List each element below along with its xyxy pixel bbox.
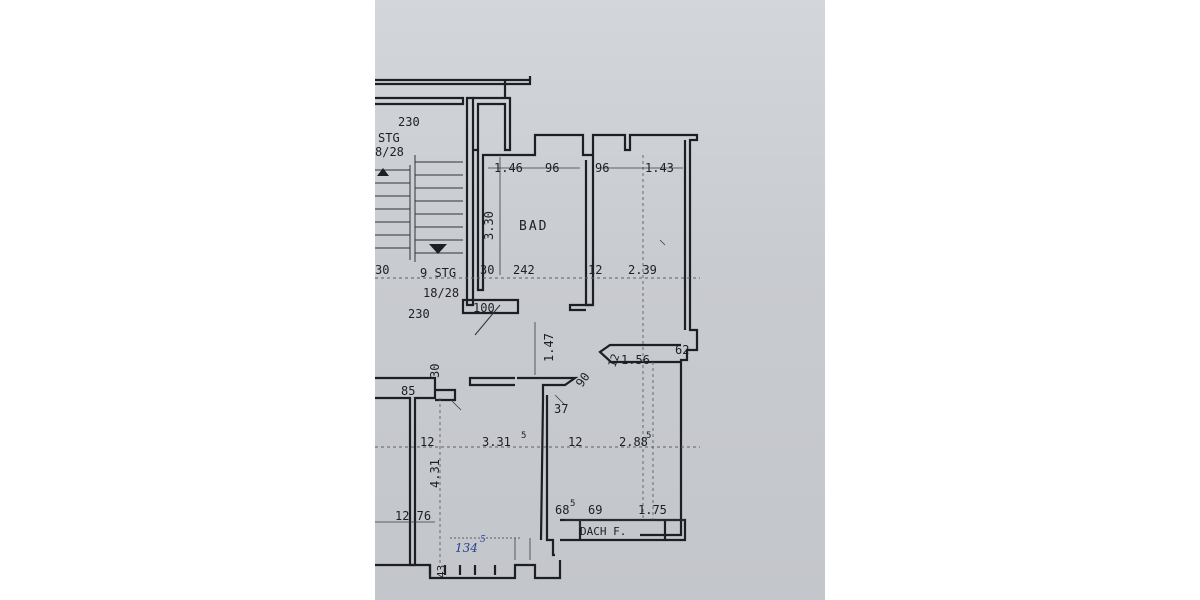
left-column xyxy=(375,376,437,567)
dim-3-30: 3.30 xyxy=(482,211,496,240)
middle-wall xyxy=(545,395,555,557)
dim-12-d: 12 xyxy=(568,435,582,449)
room-label-roof-slope: DACH F. xyxy=(580,525,626,538)
dim-12-76: 12 76 xyxy=(395,509,431,523)
dim-3-31: 3.31 xyxy=(482,435,511,449)
dim-1-75: 1.75 xyxy=(638,503,667,517)
shaft-cap xyxy=(473,96,512,152)
dim-37: 37 xyxy=(554,402,568,416)
stair-lower-ratio: 18/28 xyxy=(423,286,459,300)
shaft-left-wall xyxy=(465,96,475,307)
dim-2-88-sup: 5 xyxy=(646,431,651,441)
labels: BAD DACH F. STG 8/28 9 STG 18/28 230 230… xyxy=(375,115,689,578)
bottom-wall xyxy=(375,560,562,580)
dim-30-left: 30 xyxy=(375,263,389,277)
dim-96-a: 96 xyxy=(545,161,559,175)
dim-top-230: 230 xyxy=(398,115,420,129)
top-wall xyxy=(375,78,532,86)
diagonal-door-wall xyxy=(598,343,681,364)
walls xyxy=(375,76,699,580)
handwritten-note: 134 xyxy=(455,541,478,555)
dim-30: 30 xyxy=(480,263,494,277)
floor-plan-drawing: BAD DACH F. STG 8/28 9 STG 18/28 230 230… xyxy=(375,76,700,580)
dim-68-sup: 5 xyxy=(570,499,575,509)
dim-1-47: 1.47 xyxy=(542,333,556,362)
dim-242: 242 xyxy=(513,263,535,277)
door-swing-line xyxy=(474,304,501,336)
stair-lower-label: 9 STG xyxy=(420,266,456,280)
handwritten-note-sup: 5 xyxy=(480,535,486,545)
dim-mid-230: 230 xyxy=(408,307,430,321)
dim-1-46: 1.46 xyxy=(494,161,523,175)
dim-2-88: 2.88 xyxy=(619,435,648,449)
dim-2-39: 2.39 xyxy=(628,263,657,277)
dim-69: 69 xyxy=(588,503,602,517)
dim-62: 62 xyxy=(675,343,689,357)
dim-85: 85 xyxy=(401,384,415,398)
bathroom-corner xyxy=(568,303,593,312)
upper-stair-treads xyxy=(375,165,411,260)
floor-plan-sheet: BAD DACH F. STG 8/28 9 STG 18/28 230 230… xyxy=(375,0,825,600)
dim-3-31-sup: 5 xyxy=(521,431,526,441)
room-label-bathroom: BAD xyxy=(519,219,548,234)
dim-4-31: 4.31 xyxy=(428,459,442,488)
dim-43: 43 xyxy=(435,565,448,578)
right-room-walls xyxy=(591,133,699,537)
bottom-wall-ticks xyxy=(428,565,497,575)
stair-upper-ratio: 8/28 xyxy=(375,145,404,159)
dim-12-b: 12 xyxy=(606,352,623,369)
stair-up-arrow xyxy=(377,168,389,176)
stair-down-arrow xyxy=(429,244,447,254)
dim-12-c: 12 xyxy=(420,435,434,449)
stair-upper-label: STG xyxy=(378,131,400,145)
dim-30-b: 30 xyxy=(428,364,442,378)
dim-68: 68 xyxy=(555,503,569,517)
stair-top-wall xyxy=(375,96,465,106)
bathroom-door-sill xyxy=(461,298,520,315)
dim-1-43: 1.43 xyxy=(645,161,674,175)
dim-100: 100 xyxy=(473,301,495,315)
dim-12-a: 12 xyxy=(588,263,602,277)
hall-wall-a xyxy=(468,376,515,387)
dim-90: 90 xyxy=(573,370,593,390)
left-step xyxy=(435,388,457,402)
dim-1-56: 1.56 xyxy=(621,353,650,367)
dim-96-b: 96 xyxy=(595,161,609,175)
stairs xyxy=(375,155,501,336)
dimension-lines xyxy=(375,155,700,565)
lower-stair-treads xyxy=(414,155,463,262)
hall-wall-b xyxy=(517,376,579,541)
